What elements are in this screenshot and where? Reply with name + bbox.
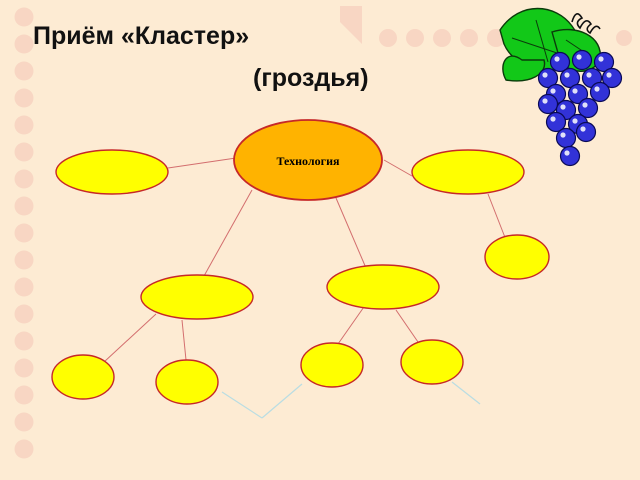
decorative-dot	[616, 30, 632, 46]
grape-berry-highlight	[572, 88, 578, 94]
cluster-node[interactable]	[51, 354, 115, 400]
grape-berry-highlight	[598, 56, 604, 62]
grape-berry	[555, 127, 577, 149]
grape-berry-highlight	[550, 116, 556, 122]
grape-berry	[537, 93, 559, 115]
decorative-dot	[14, 142, 34, 162]
grape-berry-highlight	[580, 126, 586, 132]
decorative-dot	[14, 358, 34, 378]
grape-tendril	[571, 13, 601, 35]
grape-berry-highlight	[582, 102, 588, 108]
grape-berry-highlight	[586, 72, 592, 78]
grape-leaf	[502, 55, 546, 82]
decorative-dot	[14, 304, 34, 324]
cluster-link	[395, 309, 419, 343]
decorative-dot	[460, 29, 478, 47]
decorative-dot	[14, 439, 34, 459]
decorative-dot	[14, 250, 34, 270]
cluster-link	[337, 303, 367, 345]
slide-subtitle: (гроздья)	[253, 64, 369, 92]
grape-berry	[575, 121, 597, 143]
cluster-links	[103, 157, 507, 363]
grape-berry-highlight	[576, 54, 582, 60]
decorative-dot	[379, 29, 397, 47]
grape-leaf-vein	[511, 37, 561, 55]
cluster-node[interactable]	[400, 339, 464, 385]
decorative-dot	[14, 61, 34, 81]
grape-berry-highlight	[554, 56, 560, 62]
decorative-dot	[14, 385, 34, 405]
grape-berry-highlight	[572, 118, 578, 124]
decorative-dot	[14, 7, 34, 27]
decorative-dot	[14, 196, 34, 216]
decorative-dot	[406, 29, 424, 47]
decorative-dots-left	[14, 7, 34, 459]
cluster-node[interactable]	[411, 149, 525, 195]
grape-leaf-vein	[535, 19, 549, 63]
faint-links	[221, 381, 481, 419]
cluster-node[interactable]	[55, 149, 169, 195]
center-node-label: Технология	[277, 154, 340, 168]
center-node[interactable]: Технология	[233, 119, 383, 201]
grape-berry-highlight	[564, 150, 570, 156]
grape-berry	[589, 81, 611, 103]
cluster-link	[487, 193, 507, 241]
grape-berry-highlight	[542, 98, 548, 104]
grape-berry-highlight	[560, 104, 566, 110]
cluster-link	[103, 313, 157, 363]
grape-berries	[537, 49, 623, 167]
decorative-corner	[340, 6, 362, 44]
faint-link	[451, 381, 481, 405]
decorative-dot	[14, 34, 34, 54]
decorative-dot	[433, 29, 451, 47]
grape-berry-highlight	[594, 86, 600, 92]
faint-link	[261, 383, 303, 419]
faint-link	[221, 391, 263, 419]
decorative-dot	[14, 169, 34, 189]
grape-berry-highlight	[560, 132, 566, 138]
decorative-dot	[14, 223, 34, 243]
cluster-link	[335, 197, 367, 269]
cluster-nodes	[51, 149, 550, 405]
decorative-dot	[14, 412, 34, 432]
grape-berry-highlight	[564, 72, 570, 78]
grape-berry-highlight	[550, 88, 556, 94]
cluster-link	[181, 319, 187, 361]
decorative-dot	[14, 88, 34, 108]
cluster-link	[203, 189, 253, 277]
cluster-node[interactable]	[140, 274, 254, 320]
cluster-link	[167, 157, 237, 169]
cluster-node[interactable]	[155, 359, 219, 405]
decorative-dot	[14, 331, 34, 351]
decorative-dot	[14, 277, 34, 297]
cluster-node[interactable]	[300, 342, 364, 388]
center-node-ellipse[interactable]	[233, 119, 383, 201]
cluster-node[interactable]	[326, 264, 440, 310]
grape-berry-highlight	[542, 72, 548, 78]
slide-title: Приём «Кластер»	[33, 22, 250, 50]
decorative-dot	[14, 115, 34, 135]
grape-berry	[571, 49, 593, 71]
cluster-link	[383, 159, 413, 177]
grape-berry	[559, 145, 581, 167]
grape-berry-highlight	[606, 72, 612, 78]
cluster-node[interactable]	[484, 234, 550, 280]
grapes-icon	[499, 7, 623, 167]
